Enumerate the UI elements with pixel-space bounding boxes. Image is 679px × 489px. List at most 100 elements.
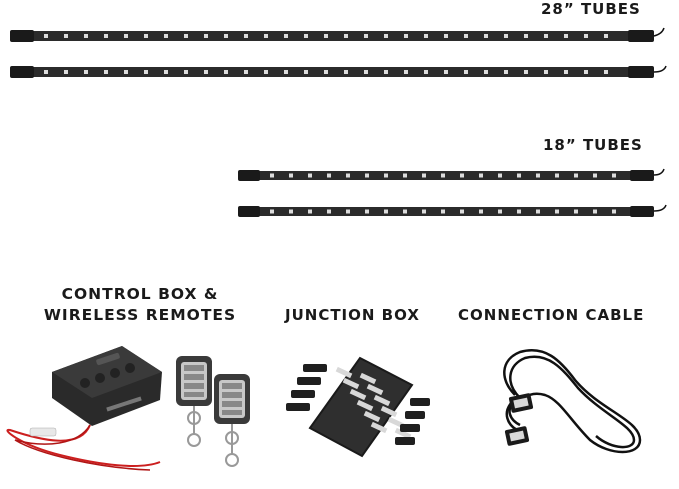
led-dot	[574, 173, 578, 178]
control-box-label-line2: WIRELESS REMOTES	[43, 306, 237, 324]
led-dot	[574, 209, 578, 214]
led-dot	[384, 173, 388, 178]
led-dot	[327, 209, 331, 214]
led-dot	[204, 70, 208, 74]
led-dot	[164, 70, 168, 74]
led-dot	[464, 70, 468, 74]
led-dot	[346, 209, 350, 214]
led-dot	[224, 70, 228, 74]
led-dot	[384, 209, 388, 214]
tube-18-1	[238, 168, 665, 181]
led-dot	[364, 70, 368, 74]
led-dot	[344, 70, 348, 74]
led-dot	[524, 70, 528, 74]
led-dot	[264, 70, 268, 74]
led-dot	[184, 34, 188, 38]
led-dot	[612, 209, 616, 214]
junction-port	[356, 399, 374, 412]
junction-port	[349, 388, 367, 401]
led-dot	[536, 209, 540, 214]
led-dot	[424, 70, 428, 74]
led-dot	[144, 70, 148, 74]
led-dot	[422, 173, 426, 178]
led-dot	[44, 34, 48, 38]
connection-cable-label: CONNECTION CABLE	[458, 306, 645, 324]
led-dot	[304, 70, 308, 74]
led-dot	[308, 173, 312, 178]
led-dot	[460, 173, 464, 178]
led-dot	[244, 34, 248, 38]
control-box	[52, 346, 162, 426]
led-dot	[555, 173, 559, 178]
led-dot	[441, 209, 445, 214]
led-dot	[365, 173, 369, 178]
led-dot	[365, 209, 369, 214]
led-dot	[64, 34, 68, 38]
junction-box-label: JUNCTION BOX	[285, 306, 420, 324]
led-dot	[479, 173, 483, 178]
led-dot	[403, 209, 407, 214]
led-dot	[346, 173, 350, 178]
led-dot	[404, 70, 408, 74]
wireless-remote-2	[214, 374, 250, 467]
led-dot	[555, 209, 559, 214]
junction-port	[373, 394, 391, 407]
led-dot	[308, 209, 312, 214]
led-dot	[504, 70, 508, 74]
cable-connector-1	[508, 393, 534, 413]
junction-port	[380, 405, 398, 418]
control-box-label: CONTROL BOX & WIRELESS REMOTES	[30, 284, 250, 326]
led-dot	[404, 34, 408, 38]
led-dot	[584, 70, 588, 74]
led-dot	[479, 209, 483, 214]
red-wire	[6, 424, 161, 471]
led-dot	[284, 70, 288, 74]
led-dot	[544, 34, 548, 38]
led-dot	[593, 173, 597, 178]
led-dot	[344, 34, 348, 38]
tube-28-1	[10, 27, 665, 42]
led-dot	[264, 34, 268, 38]
led-dot	[164, 34, 168, 38]
led-dot	[289, 173, 293, 178]
led-dot	[484, 34, 488, 38]
led-dot	[104, 34, 108, 38]
led-dot	[604, 34, 608, 38]
led-dot	[364, 34, 368, 38]
led-dot	[524, 34, 528, 38]
led-dot	[224, 34, 228, 38]
led-dot	[517, 209, 521, 214]
junction-port	[363, 410, 381, 423]
tubes-18-label: 18” TUBES	[543, 136, 643, 154]
led-dot	[244, 70, 248, 74]
led-dot	[424, 34, 428, 38]
led-dot	[64, 70, 68, 74]
led-dot	[441, 173, 445, 178]
led-dot	[517, 173, 521, 178]
led-dot	[270, 173, 274, 178]
led-dot	[324, 70, 328, 74]
junction-port	[394, 427, 412, 440]
cable-connector-2	[504, 426, 530, 446]
led-dot	[584, 34, 588, 38]
led-dot	[444, 70, 448, 74]
led-dot	[444, 34, 448, 38]
led-dot	[498, 173, 502, 178]
led-dot	[304, 34, 308, 38]
led-dot	[284, 34, 288, 38]
led-dot	[384, 70, 388, 74]
led-dot	[44, 70, 48, 74]
junction-port	[359, 372, 377, 385]
junction-port	[370, 421, 388, 434]
led-dot	[484, 70, 488, 74]
led-dot	[104, 70, 108, 74]
led-dot	[84, 70, 88, 74]
led-dot	[184, 70, 188, 74]
led-dot	[593, 209, 597, 214]
junction-port	[335, 366, 353, 379]
led-dot	[384, 34, 388, 38]
led-dot	[612, 173, 616, 178]
led-dot	[564, 34, 568, 38]
led-dot	[84, 34, 88, 38]
